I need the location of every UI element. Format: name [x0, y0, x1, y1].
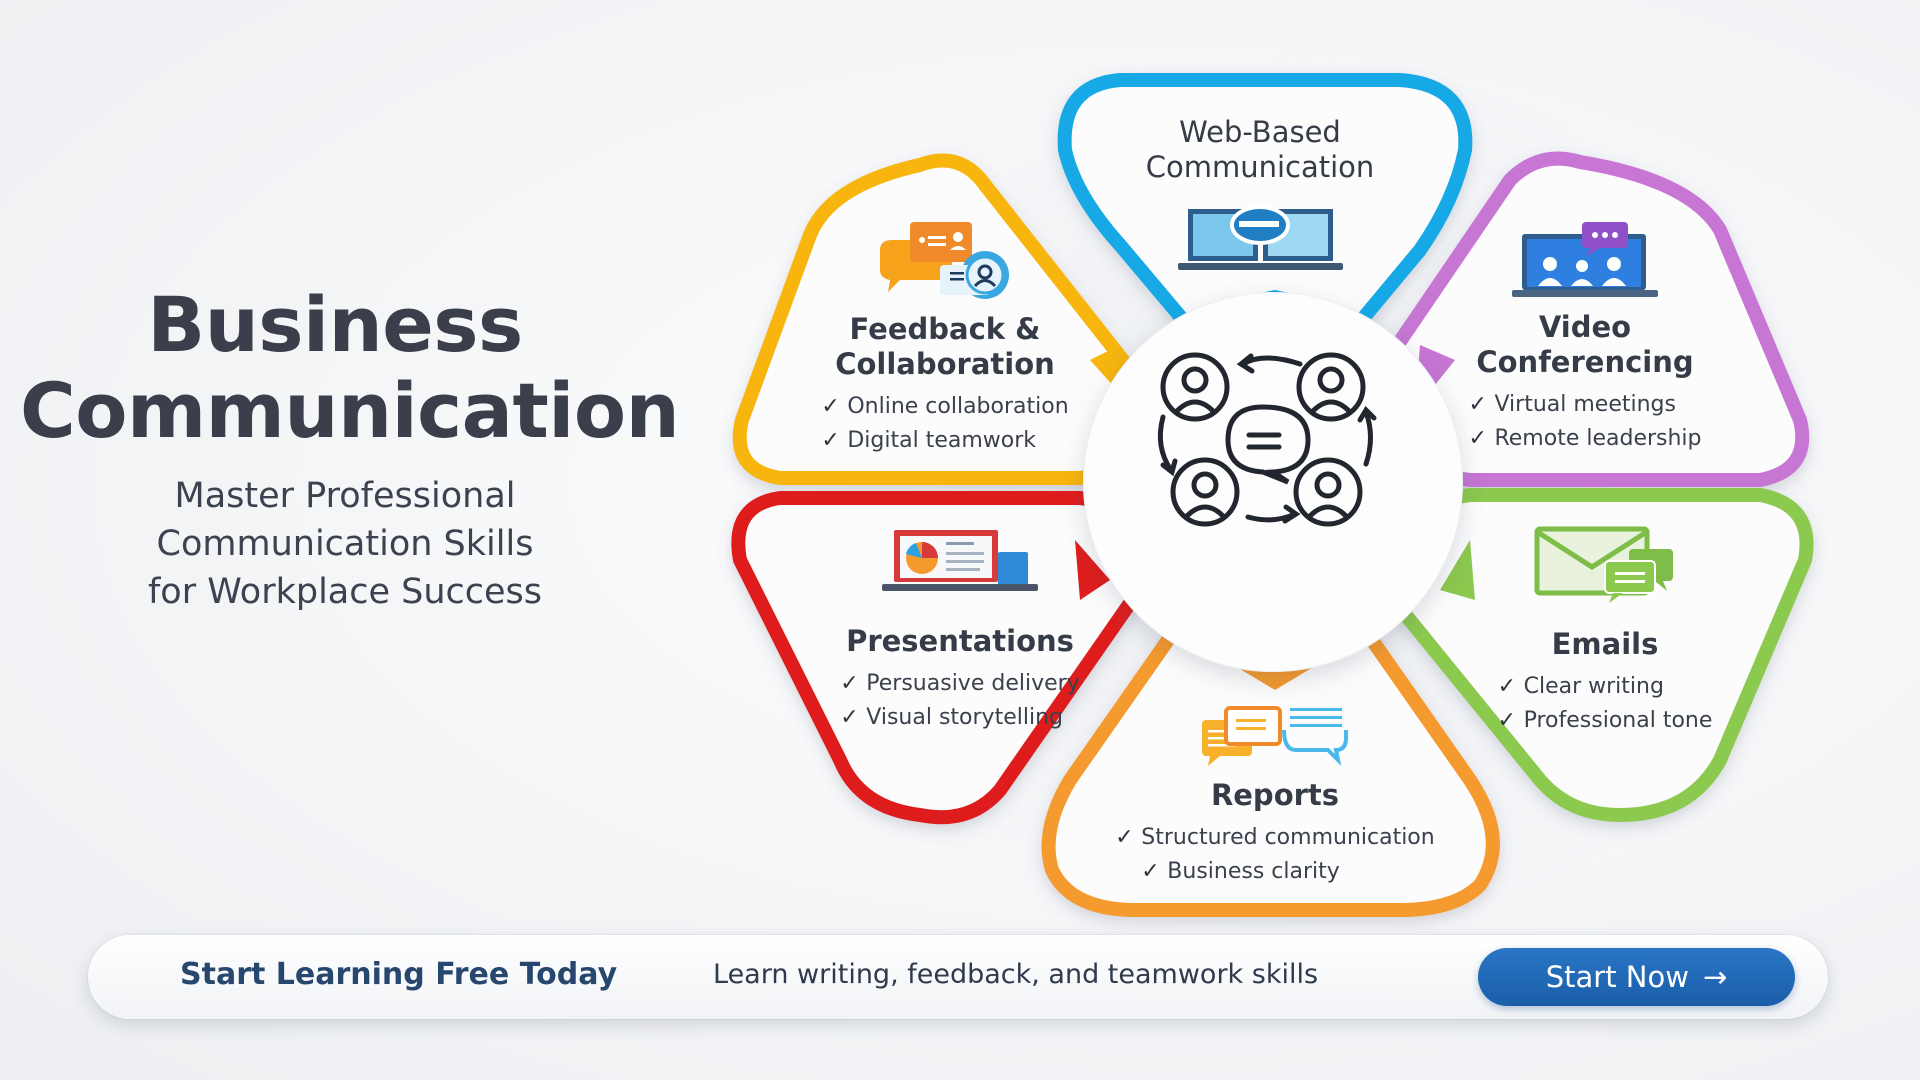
laptop-browser-icon [1177, 205, 1343, 270]
list-item: ✓Digital teamwork [821, 424, 1068, 458]
list-item: ✓Business clarity [1115, 855, 1434, 889]
report-chat-bubbles-icon [1202, 706, 1348, 767]
envelope-chat-icon [1534, 526, 1673, 603]
petal-video-title: Video Conferencing [1420, 310, 1750, 380]
check-icon: ✓ [1468, 426, 1487, 451]
petal-web-title-line1: Web-Based [1179, 115, 1341, 149]
petal-video-shape [1353, 151, 1810, 487]
page-subtitle: Master Professional Communication Skills… [60, 472, 630, 616]
check-icon: ✓ [1497, 708, 1517, 733]
subtitle-line-2: Communication Skills [156, 524, 534, 564]
center-hub [1083, 292, 1463, 672]
check-icon: ✓ [840, 705, 859, 730]
page-title: Business Communication [20, 280, 680, 455]
petal-video-list: ✓Virtual meetings ✓Remote leadership [1468, 388, 1701, 456]
list-item: ✓Visual storytelling [840, 701, 1079, 735]
cta-banner: Start Learning Free Today Learn writing,… [88, 935, 1828, 1019]
connector-emails [1440, 540, 1475, 600]
title-line-1: Business [147, 280, 523, 369]
list-item: ✓Remote leadership [1468, 422, 1701, 456]
list-item: ✓Clear writing [1498, 670, 1713, 704]
petal-feedback-shape [732, 153, 1177, 485]
petal-reports-title: Reports [1210, 778, 1340, 812]
petal-emails-title: Emails [1551, 627, 1659, 661]
petal-emails[interactable]: Emails ✓Clear writing ✓Professional tone [1455, 525, 1755, 738]
petal-video-title-line2: Conferencing [1476, 345, 1694, 379]
list-item: ✓Professional tone [1498, 704, 1713, 738]
petal-video-title-line1: Video [1538, 310, 1632, 344]
list-item: ✓Virtual meetings [1468, 388, 1701, 422]
title-line-2: Communication [20, 366, 680, 455]
banner-text: Learn writing, feedback, and teamwork sk… [713, 959, 1319, 990]
check-icon: ✓ [1497, 674, 1517, 699]
check-icon: ✓ [1141, 859, 1160, 884]
petal-presentations-title: Presentations [846, 624, 1074, 658]
petal-web-title: Web-Based Communication [1110, 115, 1410, 185]
petal-feedback-title-line1: Feedback & [849, 312, 1041, 346]
petal-feedback[interactable]: Feedback & Collaboration ✓Online collabo… [770, 220, 1120, 458]
subtitle-line-3: for Workplace Success [147, 572, 543, 612]
petal-web-title-line2: Communication [1145, 150, 1375, 184]
video-call-laptop-icon [1512, 222, 1658, 297]
arrow-right-icon: → [1702, 960, 1728, 994]
group-conversation-cycle-icon [1157, 352, 1377, 527]
petal-presentations[interactable]: Presentations ✓Persuasive delivery ✓Visu… [800, 528, 1120, 735]
presentation-laptop-pie-chart-icon [882, 530, 1038, 591]
check-icon: ✓ [821, 394, 840, 419]
check-icon: ✓ [840, 671, 859, 696]
check-icon: ✓ [1115, 825, 1134, 850]
chat-bubbles-profile-icon [880, 222, 1009, 299]
start-now-label: Start Now [1545, 960, 1689, 994]
check-icon: ✓ [1468, 392, 1487, 417]
petal-emails-list: ✓Clear writing ✓Professional tone [1498, 670, 1713, 738]
list-item: ✓Persuasive delivery [840, 667, 1079, 701]
start-now-button[interactable]: Start Now → [1478, 948, 1795, 1006]
list-item: ✓Structured communication [1115, 821, 1434, 855]
petal-video[interactable]: Video Conferencing ✓Virtual meetings ✓Re… [1420, 220, 1750, 456]
subtitle-line-1: Master Professional [174, 476, 516, 516]
connector-presentations [1075, 540, 1110, 600]
petal-feedback-title-line2: Collaboration [835, 347, 1055, 381]
check-icon: ✓ [821, 428, 840, 453]
petal-feedback-list: ✓Online collaboration ✓Digital teamwork [821, 390, 1068, 458]
banner-headline: Start Learning Free Today [180, 957, 618, 992]
list-item: ✓Online collaboration [821, 390, 1068, 424]
petal-reports[interactable]: Reports ✓Structured communication ✓Busin… [1070, 706, 1480, 889]
petal-feedback-title: Feedback & Collaboration [770, 312, 1120, 382]
petal-reports-list: ✓Structured communication ✓Business clar… [1115, 821, 1434, 889]
petal-presentations-list: ✓Persuasive delivery ✓Visual storytellin… [840, 667, 1079, 735]
petal-web[interactable]: Web-Based Communication [1110, 115, 1410, 285]
